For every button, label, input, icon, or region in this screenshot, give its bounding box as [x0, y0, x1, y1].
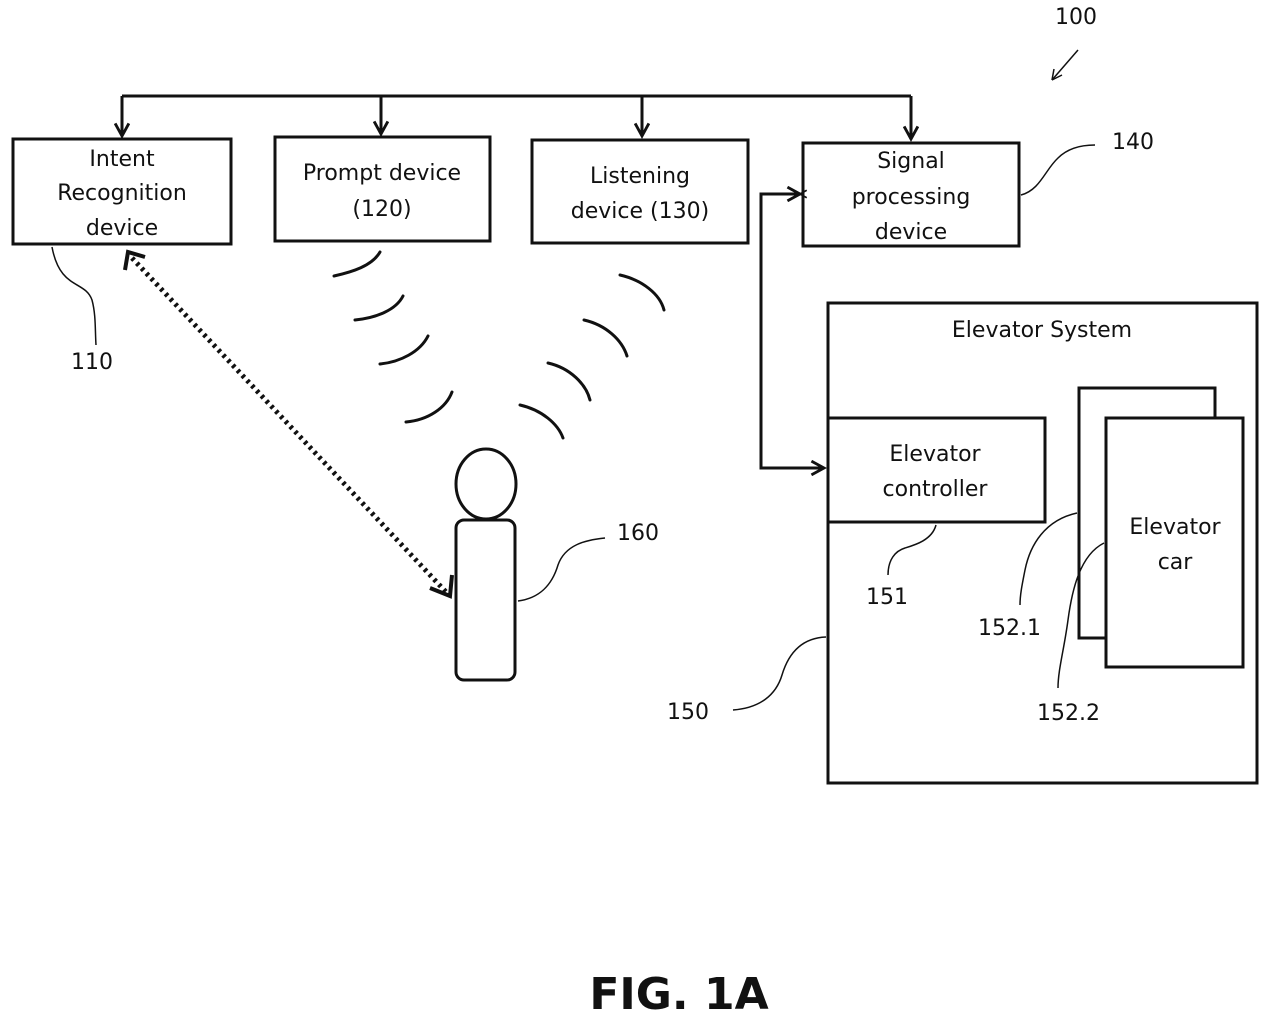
- signal-ref-leader: [1021, 145, 1095, 195]
- signal-label-2: processing: [852, 185, 971, 210]
- elevator-system-ref-label: 150: [667, 700, 709, 725]
- car-front-ref-label: 152.2: [1037, 701, 1100, 726]
- distribution-bus: [122, 96, 911, 139]
- person-figure: [456, 449, 516, 680]
- car-label-2: car: [1158, 550, 1194, 575]
- signal-ref-label: 140: [1112, 130, 1154, 155]
- intent-label-2: Recognition: [57, 181, 187, 206]
- system-ref-arrow: [1052, 50, 1078, 80]
- controller-label-1: Elevator: [889, 442, 981, 467]
- elevator-system-title: Elevator System: [952, 318, 1132, 343]
- person-ref-label: 160: [617, 521, 659, 546]
- controller-ref-label: 151: [866, 585, 908, 610]
- listening-sound-waves: [520, 275, 664, 438]
- intent-recognition-device: Intent Recognition device: [13, 139, 231, 244]
- elevator-car-front: [1106, 418, 1243, 667]
- intent-label-1: Intent: [89, 147, 155, 172]
- signal-processing-device: Signal processing device: [803, 143, 1019, 246]
- prompt-sound-waves: [334, 252, 452, 422]
- signal-label-3: device: [875, 220, 947, 245]
- listening-label-2: device (130): [571, 199, 709, 224]
- car-back-ref-label: 152.1: [978, 616, 1041, 641]
- prompt-device: Prompt device (120): [275, 137, 490, 241]
- person-ref-leader: [518, 538, 605, 601]
- intent-person-link: [132, 258, 446, 592]
- listening-device: Listening device (130): [532, 140, 748, 243]
- car-label-1: Elevator: [1129, 515, 1221, 540]
- figure-label: FIG. 1A: [589, 969, 768, 1016]
- listening-label-1: Listening: [590, 164, 690, 189]
- intent-ref-label: 110: [71, 350, 113, 375]
- prompt-label-1: Prompt device: [303, 161, 461, 186]
- prompt-label-2: (120): [352, 197, 411, 222]
- signal-label-1: Signal: [877, 149, 945, 174]
- elevator-system-ref-leader: [733, 637, 826, 710]
- intent-label-3: device: [86, 216, 158, 241]
- intent-ref-leader: [52, 247, 96, 345]
- system-ref-label: 100: [1055, 5, 1097, 30]
- controller-label-2: controller: [883, 477, 989, 502]
